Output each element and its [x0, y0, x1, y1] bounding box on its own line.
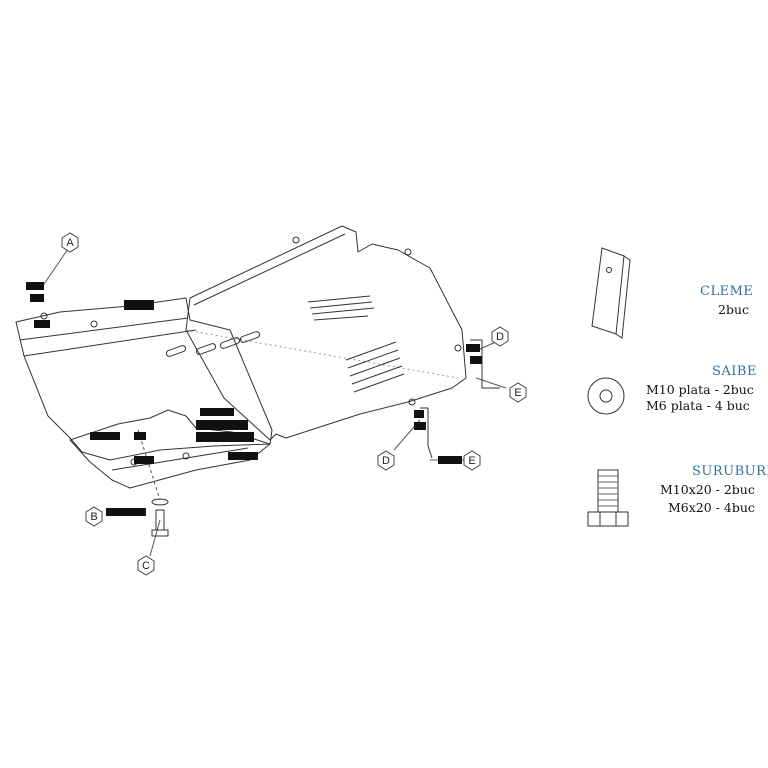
clamp-icon [591, 247, 631, 339]
bracket-d-lower [420, 407, 433, 459]
callout-a [61, 232, 79, 253]
callout-c [137, 555, 155, 576]
callout-e-lower [463, 450, 481, 471]
callout-d-lower [377, 450, 395, 471]
bolt-icon [587, 469, 629, 527]
saibe-line-2: M6 plata - 4 buc [646, 398, 750, 413]
skid-plate-rear-panel [185, 225, 467, 441]
saibe-title: SAIBE [712, 364, 757, 379]
mounting-holes [40, 236, 462, 466]
callout-d-right-label: D [496, 331, 504, 343]
callout-d-right [491, 326, 509, 347]
cleme-quantity: 2buc [718, 302, 750, 317]
callout-e-right-label: E [514, 387, 521, 399]
vent-slots-front [165, 331, 261, 357]
callout-b-label: B [90, 511, 97, 523]
suruburi-line-1: M10x20 - 2buc [660, 482, 755, 497]
bolt-c [151, 498, 169, 537]
cleme-title: CLEME [700, 284, 754, 299]
callout-c-label: C [142, 560, 150, 572]
vent-slots-rear [307, 295, 405, 393]
redacted-labels [26, 282, 482, 516]
saibe-line-1: M10 plata - 2buc [646, 382, 754, 397]
callout-b [85, 506, 103, 527]
callout-a-label: A [66, 237, 74, 249]
callout-e-lower-label: E [468, 455, 475, 467]
suruburi-title: SURUBURI [692, 464, 768, 479]
skid-plate-front-panel [15, 297, 273, 461]
suruburi-line-2: M6x20 - 4buc [668, 500, 755, 515]
callout-e-right [509, 382, 527, 403]
callout-d-lower-label: D [382, 455, 390, 467]
washer-icon [587, 377, 625, 415]
